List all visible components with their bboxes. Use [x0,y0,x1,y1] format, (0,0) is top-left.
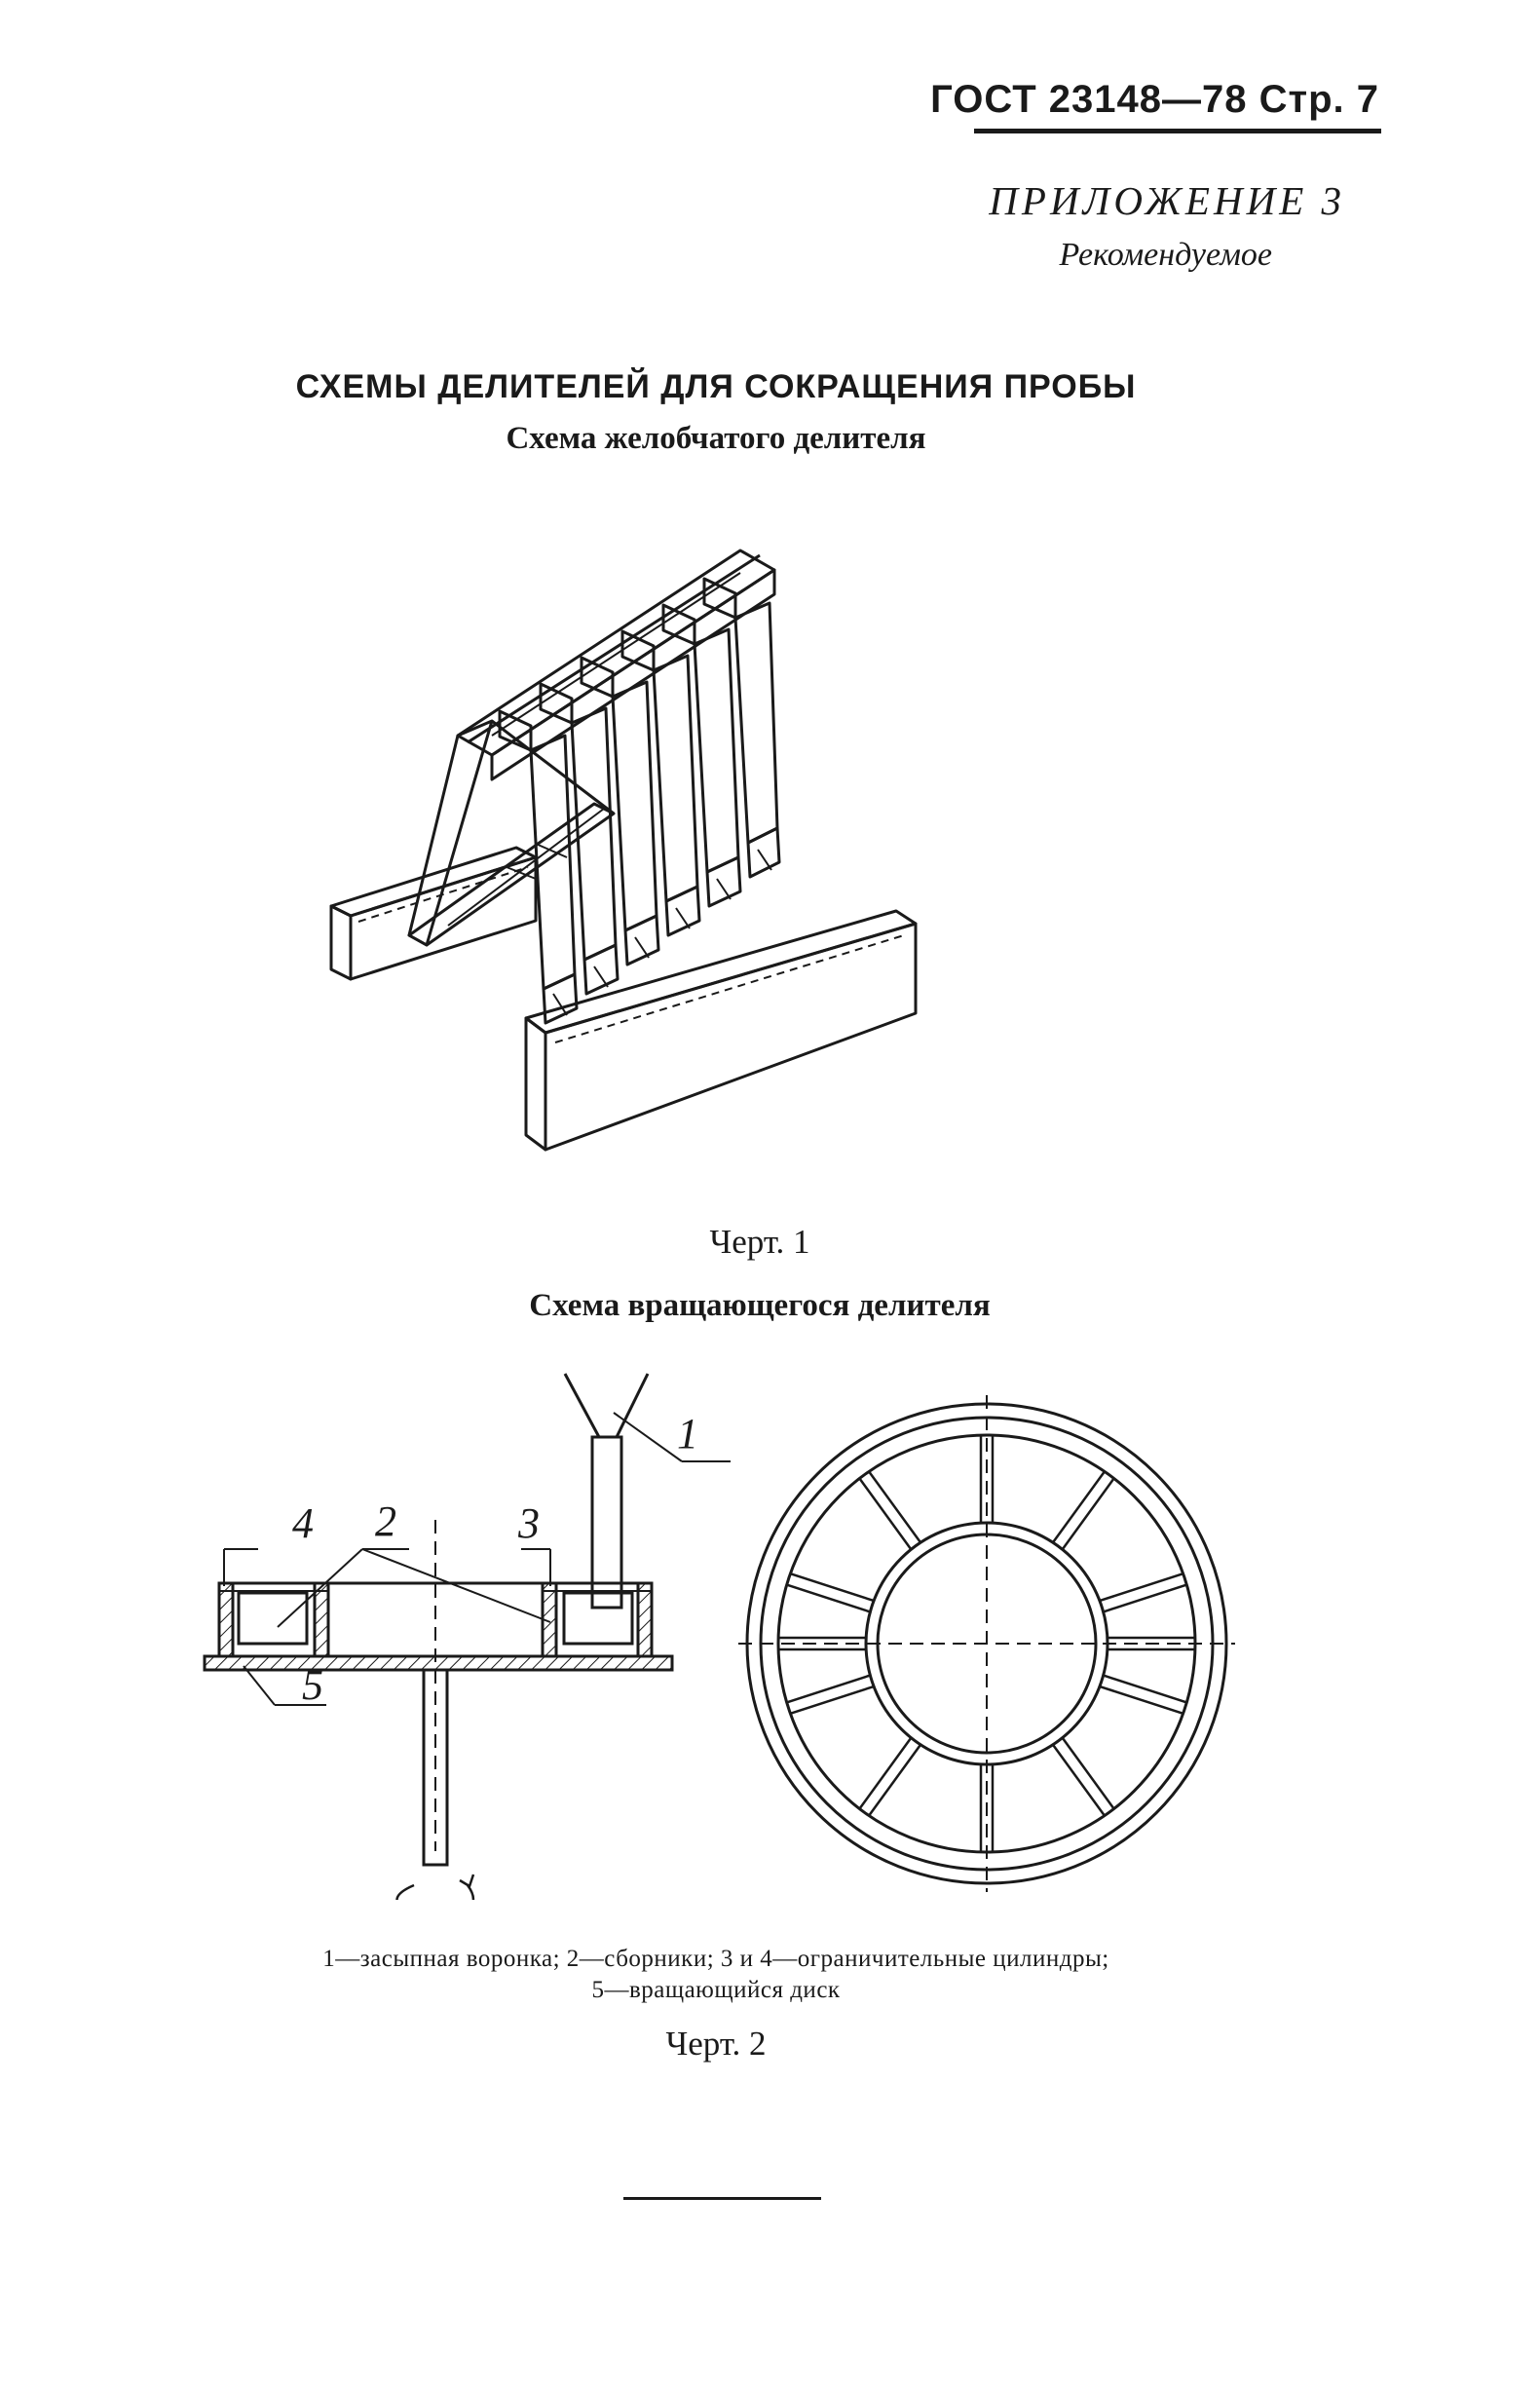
callout-leaders [223,1548,551,1706]
radial-partitions [778,1435,1195,1852]
document-code: ГОСТ 23148—78 Стр. 7 [930,78,1379,121]
rotary-splitter-drawing [203,1373,1235,1919]
rotary-splitter-figure: 1 2 3 4 5 [185,1354,1257,1919]
section-view [203,1520,674,1919]
figure2-legend: 1—засыпная воронка; 2—сборники; 3 и 4—ог… [0,1944,1432,2006]
left-chute-edge [491,719,615,815]
header-rule [974,129,1381,133]
callout-5: 5 [302,1661,323,1709]
figure1-caption: Черт. 1 [709,1223,810,1261]
right-tray-hidden-edge [554,934,905,1043]
riffle-splitter-drawing [329,549,918,1152]
legend-line-2: 5—вращающийся диск [591,1977,841,2003]
right-tray-end [524,1016,547,1152]
left-chute-slot-2 [535,843,568,858]
left-chute-rear [407,719,494,947]
right-tray-side [544,922,918,1152]
legend-line-1: 1—засыпная воронка; 2—сборники; 3 и 4—ог… [322,1946,1109,1972]
left-tray-side [349,855,538,981]
callout-3: 3 [518,1499,540,1547]
appendix-subtitle: Рекомендуемое [1059,237,1272,273]
top-view [738,1395,1235,1892]
figure1-title: Схема желобчатого делителя [506,421,926,456]
figure2-title: Схема вращающегося делителя [529,1288,991,1323]
left-tray-end [329,904,353,981]
figure2-caption: Черт. 2 [665,2025,767,2063]
footer-rule [623,2197,821,2200]
callout-4: 4 [292,1499,314,1547]
appendix-title: ПРИЛОЖЕНИЕ 3 [989,178,1345,223]
funnel [563,1373,731,1610]
page-title: СХЕМЫ ДЕЛИТЕЛЕЙ ДЛЯ СОКРАЩЕНИЯ ПРОБЫ [295,368,1137,405]
callout-1: 1 [677,1410,698,1458]
callout-2: 2 [375,1497,396,1545]
left-tray-hidden-edge [357,866,529,923]
left-chute-slot-1 [506,866,537,880]
